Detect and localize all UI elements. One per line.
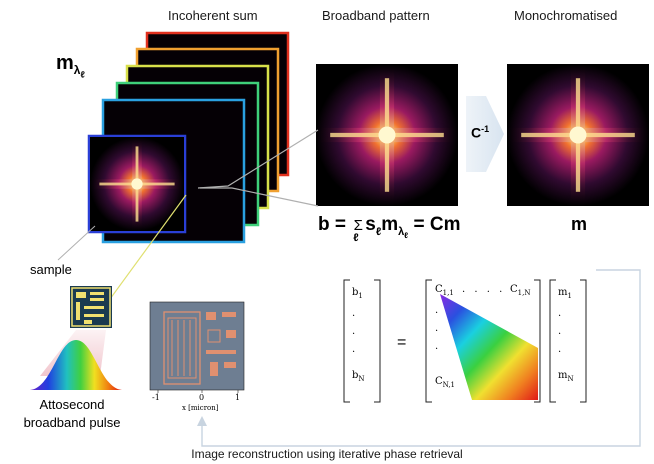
broadband-equation: b = Σ ℓ sℓmλℓ = Cm bbox=[318, 214, 461, 244]
plot-tick-label: 1 bbox=[235, 393, 241, 402]
reconstruction-caption: Image reconstruction using iterative pha… bbox=[191, 447, 463, 461]
vector-b-right-bracket bbox=[374, 279, 381, 403]
broadband-pulse-spectrum bbox=[30, 340, 122, 390]
broadband-pattern-heading: Broadband pattern bbox=[322, 8, 430, 23]
vector-m-right-bracket bbox=[580, 279, 587, 403]
matrix-c-element-1n: C1,N bbox=[510, 284, 531, 297]
monochromatised-m-label: m bbox=[571, 214, 588, 234]
matrix-c-right-bracket bbox=[534, 279, 541, 403]
broadband-pattern-image bbox=[316, 64, 458, 206]
matrix-c-element-n1: CN,1 bbox=[435, 376, 456, 389]
matrix-c-row-dots: . . . . bbox=[462, 284, 506, 295]
pulse-label: Attosecond broadband pulse bbox=[23, 397, 121, 430]
projection-line bbox=[200, 187, 319, 207]
monochromatised-heading: Monochromatised bbox=[514, 8, 618, 23]
matrix-equals-sign: = bbox=[397, 334, 407, 351]
sample-to-stack-line bbox=[101, 194, 187, 311]
vector-b: b1 . . . bN bbox=[352, 287, 365, 383]
c-inverse-arrow bbox=[466, 96, 504, 172]
projection-line bbox=[197, 129, 319, 189]
vector-m: m1 . . . mN bbox=[558, 287, 574, 383]
reconstruction-feedback-arrow bbox=[197, 269, 641, 447]
matrix-c-element-11: C1,1 bbox=[435, 284, 454, 297]
vector-m-left-bracket bbox=[549, 279, 556, 403]
sample-pointer-line bbox=[57, 225, 96, 261]
incoherent-sum-heading: Incoherent sum bbox=[168, 8, 258, 23]
sample-chip bbox=[70, 286, 112, 328]
monochromatised-image bbox=[507, 64, 649, 206]
plot-x-axis-label: x [micron] bbox=[182, 404, 219, 412]
matrix-c-column-dots: . . . bbox=[435, 305, 439, 352]
plot-tick-label: -1 bbox=[152, 393, 160, 402]
matrix-equation bbox=[343, 279, 587, 403]
matrix-c-rainbow-triangle bbox=[440, 294, 538, 400]
sample-label: sample bbox=[30, 262, 72, 277]
c-inverse-label: C-1 bbox=[471, 124, 490, 141]
sample-micrograph-plot bbox=[149, 301, 245, 393]
plot-tick-label: 0 bbox=[199, 393, 205, 402]
vector-b-left-bracket bbox=[343, 279, 350, 403]
m-lambda-label: mλℓ bbox=[56, 52, 85, 80]
matrix-c-left-bracket bbox=[425, 279, 432, 403]
incoherent-sum-stack bbox=[87, 31, 290, 244]
